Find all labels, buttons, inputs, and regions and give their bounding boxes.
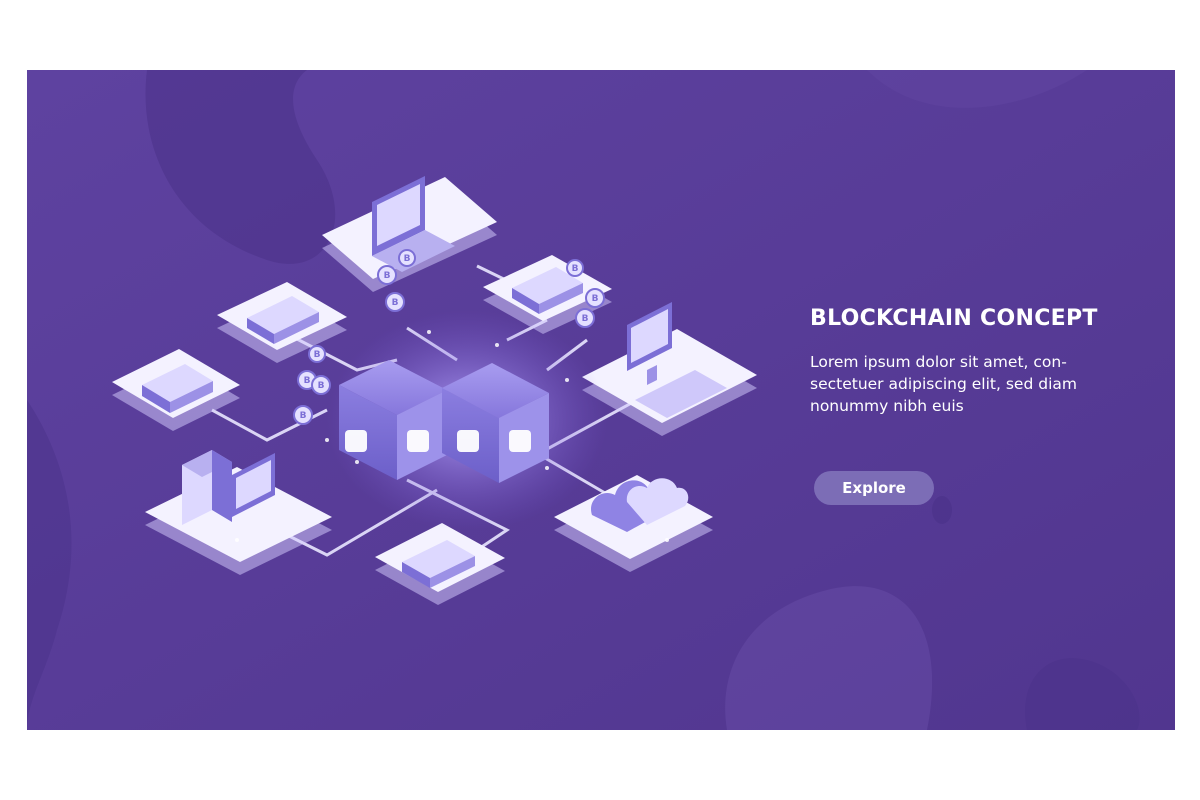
- svg-text:B: B: [304, 376, 311, 386]
- svg-text:B: B: [384, 271, 391, 281]
- svg-text:B: B: [314, 350, 321, 360]
- svg-text:B: B: [582, 314, 589, 324]
- bitcoin-coin-icon: [293, 249, 605, 425]
- laptop-node: [322, 176, 497, 292]
- server-icon: [402, 540, 475, 588]
- server-icon: [142, 364, 213, 413]
- blockchain-block-icon: [339, 360, 549, 483]
- pc-tower-node: [145, 450, 332, 575]
- server-icon: [247, 296, 319, 344]
- server-node-left: [217, 282, 347, 363]
- svg-text:B: B: [300, 411, 307, 421]
- svg-text:B: B: [404, 254, 411, 264]
- pc-tower-icon: [182, 450, 275, 525]
- svg-text:B: B: [592, 294, 599, 304]
- server-node-far-left: [112, 349, 240, 431]
- desktop-monitor-icon: [627, 302, 727, 418]
- svg-text:B: B: [572, 264, 579, 274]
- server-node-bottom: [375, 523, 505, 605]
- description-text: Lorem ipsum dolor sit amet, con-sectetue…: [810, 353, 1077, 415]
- blockchain-illustration: BBB BBB BBB B: [112, 176, 757, 605]
- svg-text:B: B: [318, 381, 325, 391]
- cloud-node: [554, 475, 713, 572]
- server-icon: [512, 267, 583, 314]
- page-title: BLOCKCHAIN CONCEPT: [810, 306, 1098, 331]
- svg-text:B: B: [392, 298, 399, 308]
- cloud-icon: [591, 478, 689, 532]
- sparkles: [235, 330, 669, 542]
- explore-button[interactable]: Explore: [814, 471, 934, 505]
- laptop-icon: [372, 176, 455, 272]
- desktop-node: [582, 302, 757, 436]
